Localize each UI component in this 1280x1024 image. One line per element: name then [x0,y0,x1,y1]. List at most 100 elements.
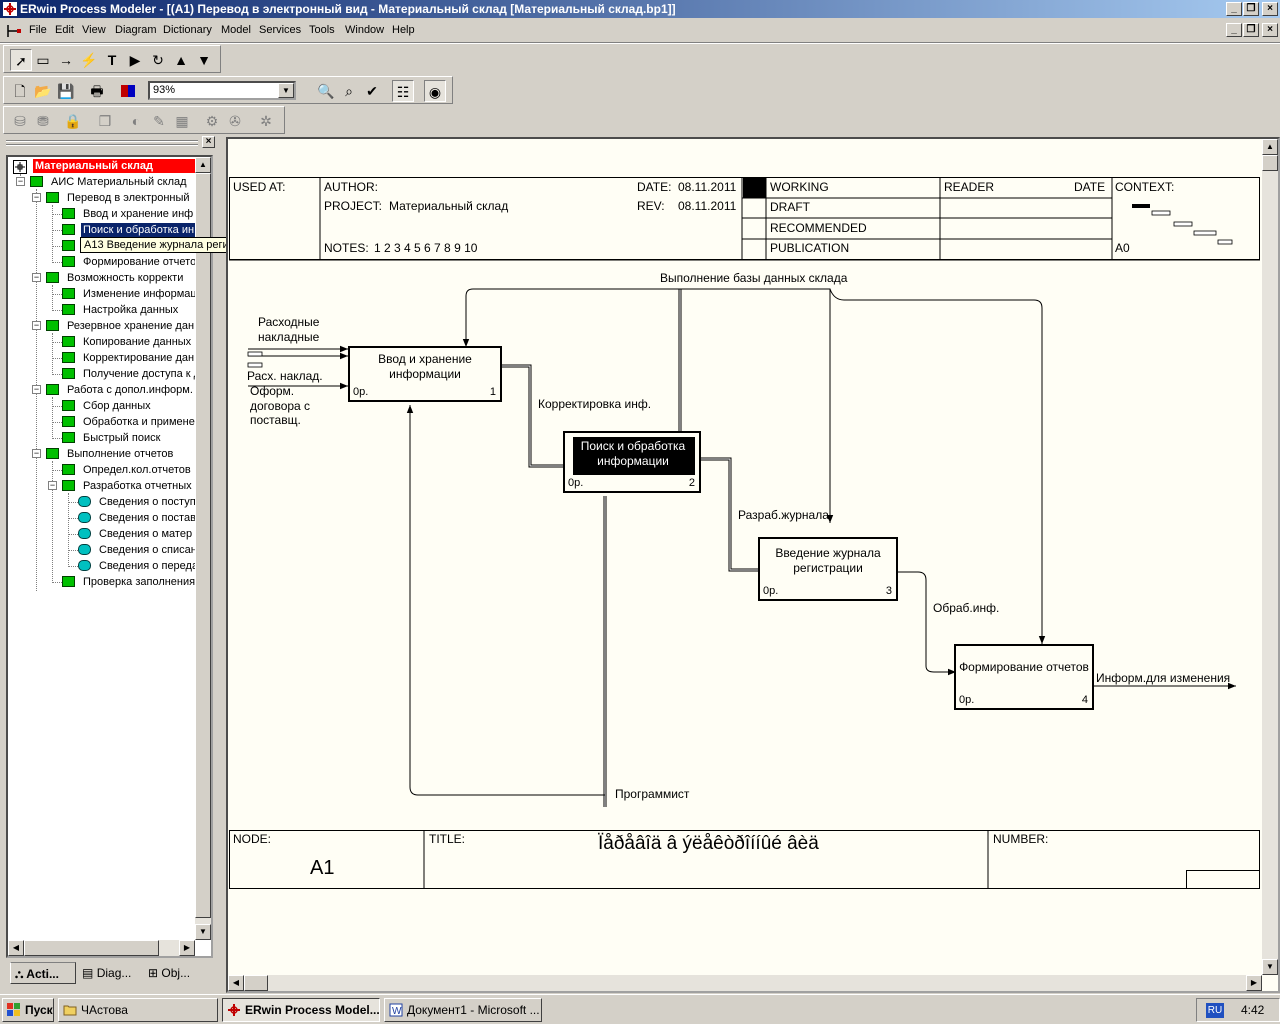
tree-item-vypolnenie[interactable]: Выполнение отчетов [67,448,174,460]
tree-item-izmenenie[interactable]: Изменение информац [83,288,197,300]
menu-file[interactable]: File [29,24,47,36]
tree-collapse-icon[interactable]: − [32,192,41,202]
doc-close-button[interactable]: × [1262,23,1278,37]
menu-model[interactable]: Model [221,24,251,36]
tree-item-kopirovanie[interactable]: Копирование данных [83,336,192,348]
tree-item-svedeniya-5[interactable]: Сведения о переда [99,560,199,572]
report-icon[interactable]: ⚙ [205,113,219,129]
activity-box-2[interactable]: Поиск и обработка информации 0р. 2 [563,431,701,493]
tree-item-bystryi[interactable]: Быстрый поиск [83,432,161,444]
tree-item-obrabotka[interactable]: Обработка и примене [83,416,195,428]
activity-box-3[interactable]: Введение журнала регистрации 0р. 3 [758,537,898,601]
scroll-thumb[interactable] [244,975,268,991]
zoom-fit-icon[interactable]: ⌕ [345,83,353,99]
scroll-thumb[interactable] [24,940,159,956]
play-icon[interactable]: ▶ [129,52,141,68]
scroll-left-icon[interactable]: ◀ [228,975,244,991]
tree-root-label[interactable]: Материальный склад [33,159,197,173]
tab-objects[interactable]: ⊞ Obj... [144,962,208,984]
task-word[interactable]: W Документ1 - Microsoft ... [384,998,542,1022]
arrow-label-input1b[interactable]: накладные [258,330,320,344]
menu-diagram[interactable]: Diagram [115,24,157,36]
tree-item-poluchenie[interactable]: Получение доступа к д [83,368,201,380]
scroll-down-icon[interactable]: ▼ [195,924,211,940]
doc-minimize-button[interactable]: _ [1226,23,1242,37]
tree-item-rabota[interactable]: Работа с допол.информ. с [67,384,202,396]
tree-item-svedeniya-4[interactable]: Сведения о списан [99,544,197,556]
database-icon[interactable]: ⛁ [14,113,26,129]
arrow-label-control[interactable]: Выполнение базы данных склада [660,271,848,285]
go-up-icon[interactable]: ▲ [174,52,188,68]
tree-item-svedeniya-3[interactable]: Сведения о матер [99,528,193,540]
arrow-label-processed[interactable]: Обраб.инф. [933,601,1000,615]
canvas-horizontal-scrollbar[interactable]: ◀ ▶ [228,975,1262,991]
print-icon[interactable]: 🖶 [90,83,104,99]
scroll-thumb[interactable] [195,173,211,918]
arrow-label-input2[interactable]: Расх. наклад. [247,369,323,383]
arrow-label-journal[interactable]: Разраб.журнала [738,508,829,522]
arrow-label-input3b[interactable]: договора с [250,399,311,413]
doc-restore-button[interactable]: ❐ [1243,23,1259,37]
tools-icon[interactable]: ✇ [229,113,241,129]
drum-icon[interactable]: ◐ [131,113,141,129]
squiggle-tool-icon[interactable]: ⚡ [80,52,98,68]
scroll-left-icon[interactable]: ◀ [8,940,24,956]
tree-item-ais[interactable]: АИС Материальный склад [51,176,187,188]
menu-help[interactable]: Help [392,24,415,36]
grid-icon[interactable]: ▦ [175,113,189,129]
tree-collapse-icon[interactable]: − [16,176,25,186]
tree-item-rezervnoe[interactable]: Резервное хранение дан [67,320,195,332]
menu-edit[interactable]: Edit [55,24,74,36]
cube-icon[interactable]: ❒ [98,113,112,129]
new-icon[interactable]: 🗋 [14,83,26,99]
document-edit-icon[interactable]: ✎ [153,113,165,129]
scroll-right-icon[interactable]: ▶ [1246,975,1262,991]
menu-window[interactable]: Window [345,24,385,36]
tab-diagrams[interactable]: ▤ Diag... [78,962,142,984]
tree-item-svedeniya-1[interactable]: Сведения о поступ [99,496,196,508]
task-erwin[interactable]: ERwin Process Model... [222,998,380,1022]
minimize-button[interactable]: _ [1226,2,1242,16]
language-indicator[interactable]: RU [1206,1003,1224,1018]
tree-item-formirovanie[interactable]: Формирование отчето [83,256,197,268]
scroll-up-icon[interactable]: ▲ [1262,139,1278,155]
arrow-label-input1a[interactable]: Расходные [258,315,320,329]
activity-box-1[interactable]: Ввод и хранение информации 0р. 1 [348,346,502,402]
tree-collapse-icon[interactable]: − [32,448,41,458]
zoom-combo[interactable]: 93% ▼ [148,81,296,100]
tree-collapse-icon[interactable]: − [32,320,41,330]
close-panel-button[interactable]: × [202,136,215,148]
arrow-label-mechanism[interactable]: Программист [615,787,690,801]
rotate-icon[interactable]: ↻ [152,52,164,68]
tree-item-vvod[interactable]: Ввод и хранение инф [83,208,194,220]
tree-item-korrektirovanie[interactable]: Корректирование дан [83,352,195,364]
arrow-tool-icon[interactable]: → [59,52,73,68]
tree-collapse-icon[interactable]: − [32,272,41,282]
globe-icon[interactable]: ◉ [424,80,446,102]
arrow-label-output[interactable]: Информ.для изменения [1096,671,1231,685]
spell-check-icon[interactable]: ✔ [366,83,378,99]
tree-item-sbor[interactable]: Сбор данных [83,400,151,412]
text-tool-icon[interactable]: T [107,52,117,68]
tab-activities[interactable]: ⛬ Acti... [10,962,76,984]
arrow-label-input3a[interactable]: Оформ. [250,384,295,398]
arrow-label-input3c[interactable]: поставщ. [250,413,301,427]
scroll-thumb[interactable] [1262,155,1278,171]
chevron-down-icon[interactable]: ▼ [278,83,294,98]
open-icon[interactable]: 📂 [34,83,52,99]
tree-item-perevod[interactable]: Перевод в электронный [67,192,190,204]
menu-tools[interactable]: Tools [309,24,335,36]
database-alt-icon[interactable]: ⛃ [37,113,49,129]
restore-button[interactable]: ❐ [1243,2,1259,16]
model-explorer-icon[interactable]: ☷ [392,80,414,102]
scroll-up-icon[interactable]: ▲ [195,157,211,173]
go-down-icon[interactable]: ▼ [197,52,211,68]
save-icon[interactable]: 💾 [57,83,75,99]
arrow-label-correct[interactable]: Корректировка инф. [538,397,652,411]
tree-collapse-icon[interactable]: − [32,384,41,394]
tree-horizontal-scrollbar[interactable]: ◀ ▶ [8,940,195,956]
tree-item-razrabotka[interactable]: Разработка отчетных [83,480,192,492]
tree-item-poisk-selected[interactable]: Поиск и обработка ин [81,223,201,237]
tree-item-nastroika[interactable]: Настройка данных [83,304,179,316]
pointer-tool-icon[interactable]: ➚ [10,49,32,71]
